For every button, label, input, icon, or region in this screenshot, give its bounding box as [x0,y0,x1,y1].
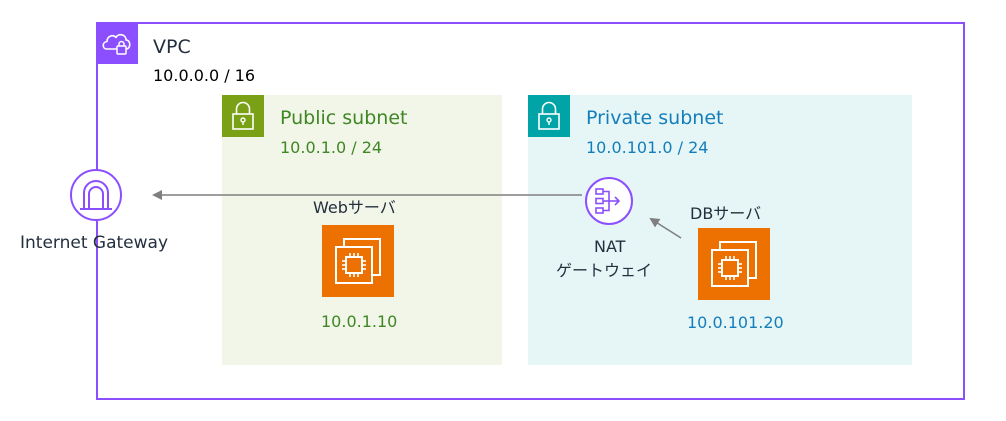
cloud-lock-icon [102,33,131,55]
ec2-chip-icon [335,238,381,284]
nat-label-line2: ゲートウェイ [556,261,653,280]
padlock-icon [232,101,254,130]
db-to-nat-arrow [649,217,682,239]
db-server-label: DBサーバ [690,204,762,223]
public-subnet-badge [222,95,264,137]
vpc-badge [96,22,138,64]
private-subnet-badge [528,95,570,137]
vpc-cidr: 10.0.0.0 / 16 [153,66,256,85]
web-server-ec2[interactable] [322,225,394,297]
igw-label: Internet Gateway [20,233,169,253]
padlock-icon [538,101,560,130]
db-server-ec2[interactable] [698,228,770,300]
public-subnet-cidr: 10.0.1.0 / 24 [280,138,383,157]
private-subnet-cidr: 10.0.101.0 / 24 [586,138,709,157]
public-subnet-title: Public subnet [280,107,408,129]
private-subnet-title: Private subnet [586,107,724,129]
vpc-title: VPC [153,36,191,58]
db-server-ip: 10.0.101.20 [687,313,784,332]
internet-gateway-icon[interactable] [68,167,124,223]
nat-label-line1: NAT [594,237,626,256]
nat-gateway-icon[interactable] [584,176,634,226]
web-server-ip: 10.0.1.10 [321,312,398,331]
web-server-label: Webサーバ [313,198,396,217]
ec2-chip-icon [711,241,757,287]
